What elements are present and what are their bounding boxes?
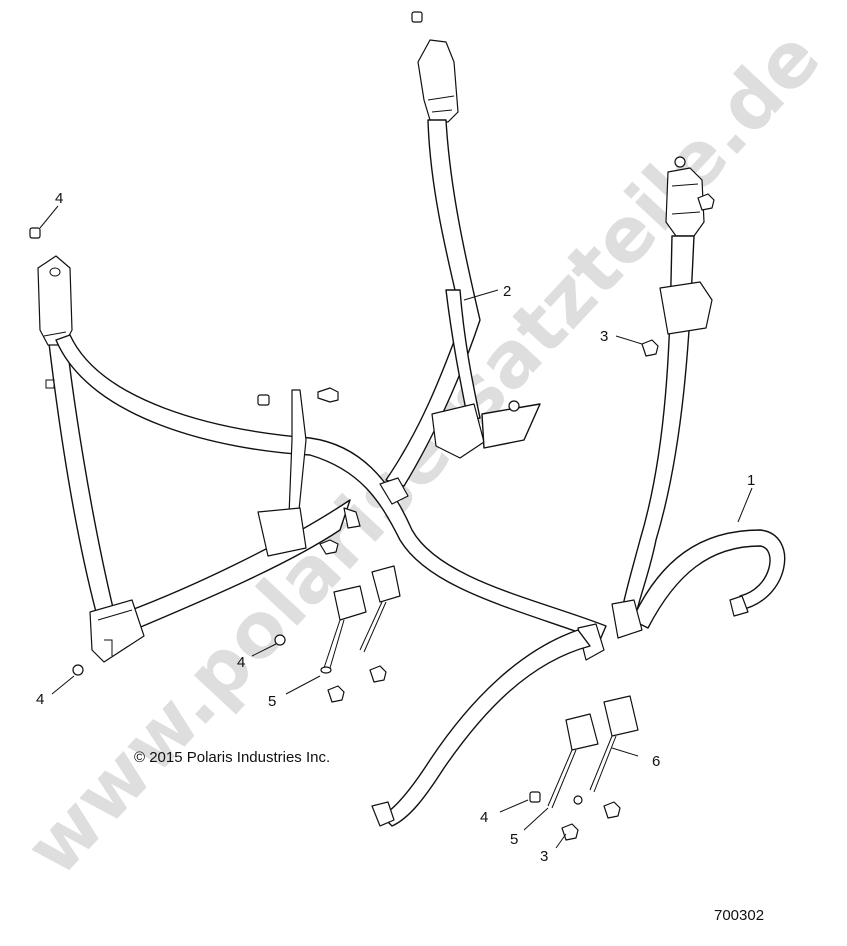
center-shoulder-strap <box>385 119 481 487</box>
callout-3a: 3 <box>600 328 608 345</box>
callout-4a: 4 <box>55 190 63 207</box>
callout-3b: 3 <box>540 848 548 865</box>
right-upper-anchor <box>665 167 705 237</box>
buckle-5-left <box>333 585 367 621</box>
buckle-set-left <box>320 565 401 703</box>
bolt-right-3 <box>641 339 659 357</box>
left-lap-latch <box>343 507 361 529</box>
callout-leaders <box>39 205 753 849</box>
buckle-set-right <box>529 695 639 841</box>
bolt-buckle-left-2 <box>327 685 345 703</box>
right-lower-latch <box>611 599 643 639</box>
center-retractor-strap <box>481 403 541 449</box>
center-retractor <box>431 403 485 459</box>
callout-4c: 4 <box>36 691 44 708</box>
center-seat-belt-assembly <box>371 11 591 827</box>
right-retractor <box>659 281 713 335</box>
bolt-buckle-right <box>561 823 579 841</box>
nut-left-top <box>29 227 41 239</box>
nut-buckle-right <box>529 791 541 803</box>
center-upper-anchor <box>417 39 459 123</box>
buckle-5-right <box>565 713 599 751</box>
bolt-left-bracket <box>317 387 339 403</box>
left-lap-loop <box>55 334 607 641</box>
nut-left-bottom <box>72 664 84 676</box>
callout-4d: 4 <box>480 809 488 826</box>
callout-4b: 4 <box>237 654 245 671</box>
left-seat-belt-assembly <box>29 227 607 676</box>
buckle-6-left <box>371 565 401 603</box>
callout-6a: 6 <box>652 753 660 770</box>
center-lower-latch <box>379 477 409 505</box>
right-seat-belt-assembly <box>611 156 786 639</box>
callouts: 1 2 3 3 4 4 4 4 5 5 6 <box>36 190 755 865</box>
left-center-buckle-housing <box>257 507 307 557</box>
left-upper-anchor <box>37 255 73 346</box>
center-long-lower-belt <box>381 629 591 827</box>
callout-5b: 5 <box>510 831 518 848</box>
callout-1a: 1 <box>747 472 755 489</box>
diagram-number: 700302 <box>714 907 764 924</box>
bolt-right-top <box>697 193 715 211</box>
nut-center-right <box>508 400 520 412</box>
bolt-left-center <box>319 539 339 555</box>
callout-2a: 2 <box>503 283 511 300</box>
buckle-6-right <box>603 695 639 737</box>
center-lower-end-tab <box>371 801 395 827</box>
bolt-buckle-left <box>369 665 387 683</box>
left-lower-strap <box>103 499 351 641</box>
nut-center-top <box>411 11 423 23</box>
right-end-tab <box>729 595 749 617</box>
left-retractor <box>89 599 145 663</box>
nut-left-mid <box>274 634 286 646</box>
left-belt-end-tab <box>577 623 605 661</box>
nut-left-bracket <box>257 394 270 406</box>
callout-5a: 5 <box>268 693 276 710</box>
copyright-notice: © 2015 Polaris Industries Inc. <box>134 749 330 766</box>
bolt-buckle-right-2 <box>603 801 621 819</box>
nut-right-top <box>674 156 686 168</box>
left-shoulder-strap <box>43 299 115 613</box>
center-lower-strap <box>445 289 481 421</box>
